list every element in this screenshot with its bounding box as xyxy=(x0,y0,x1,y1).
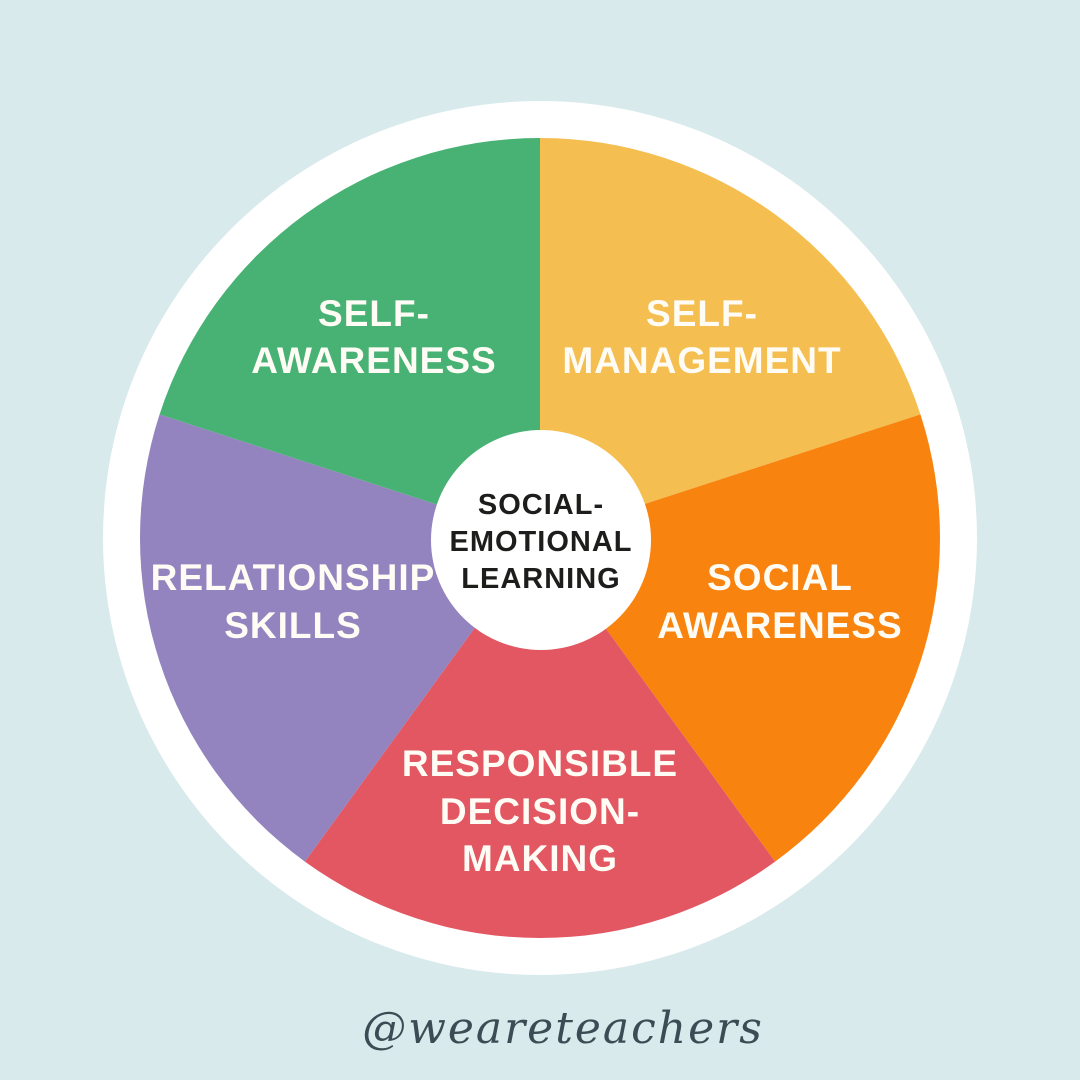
watermark-handle: @weareteachers xyxy=(362,1003,764,1054)
slice-label-line: RELATIONSHIP xyxy=(151,557,436,598)
center-title: SOCIAL- EMOTIONAL LEARNING xyxy=(450,489,633,595)
wheel-center-circle xyxy=(431,430,651,650)
slice-label-line: MANAGEMENT xyxy=(562,340,841,381)
slice-label-line: SKILLS xyxy=(224,605,362,646)
slice-label-line: AWARENESS xyxy=(657,605,902,646)
label-relationship-skills: RELATIONSHIP SKILLS xyxy=(151,557,436,646)
label-social-awareness: SOCIAL AWARENESS xyxy=(657,557,902,646)
slice-label-line: SELF- xyxy=(318,293,430,334)
slice-label-line: AWARENESS xyxy=(251,340,496,381)
slice-label-line: SELF- xyxy=(646,293,758,334)
label-self-management: SELF- MANAGEMENT xyxy=(562,293,841,381)
label-responsible-decision-making: RESPONSIBLE DECISION- MAKING xyxy=(402,743,678,879)
slice-self-management xyxy=(540,138,921,538)
slice-label-line: MAKING xyxy=(462,838,618,879)
center-title-line: EMOTIONAL xyxy=(450,526,633,558)
center-title-line: SOCIAL- xyxy=(478,489,604,521)
slice-label-line: SOCIAL xyxy=(707,557,853,598)
label-self-awareness: SELF- AWARENESS xyxy=(251,293,496,381)
slice-self-awareness xyxy=(159,138,540,538)
slice-label-line: DECISION- xyxy=(440,791,640,832)
center-title-line: LEARNING xyxy=(461,563,620,595)
slice-responsible-decision-making xyxy=(304,538,776,939)
slice-label-line: RESPONSIBLE xyxy=(402,743,678,784)
